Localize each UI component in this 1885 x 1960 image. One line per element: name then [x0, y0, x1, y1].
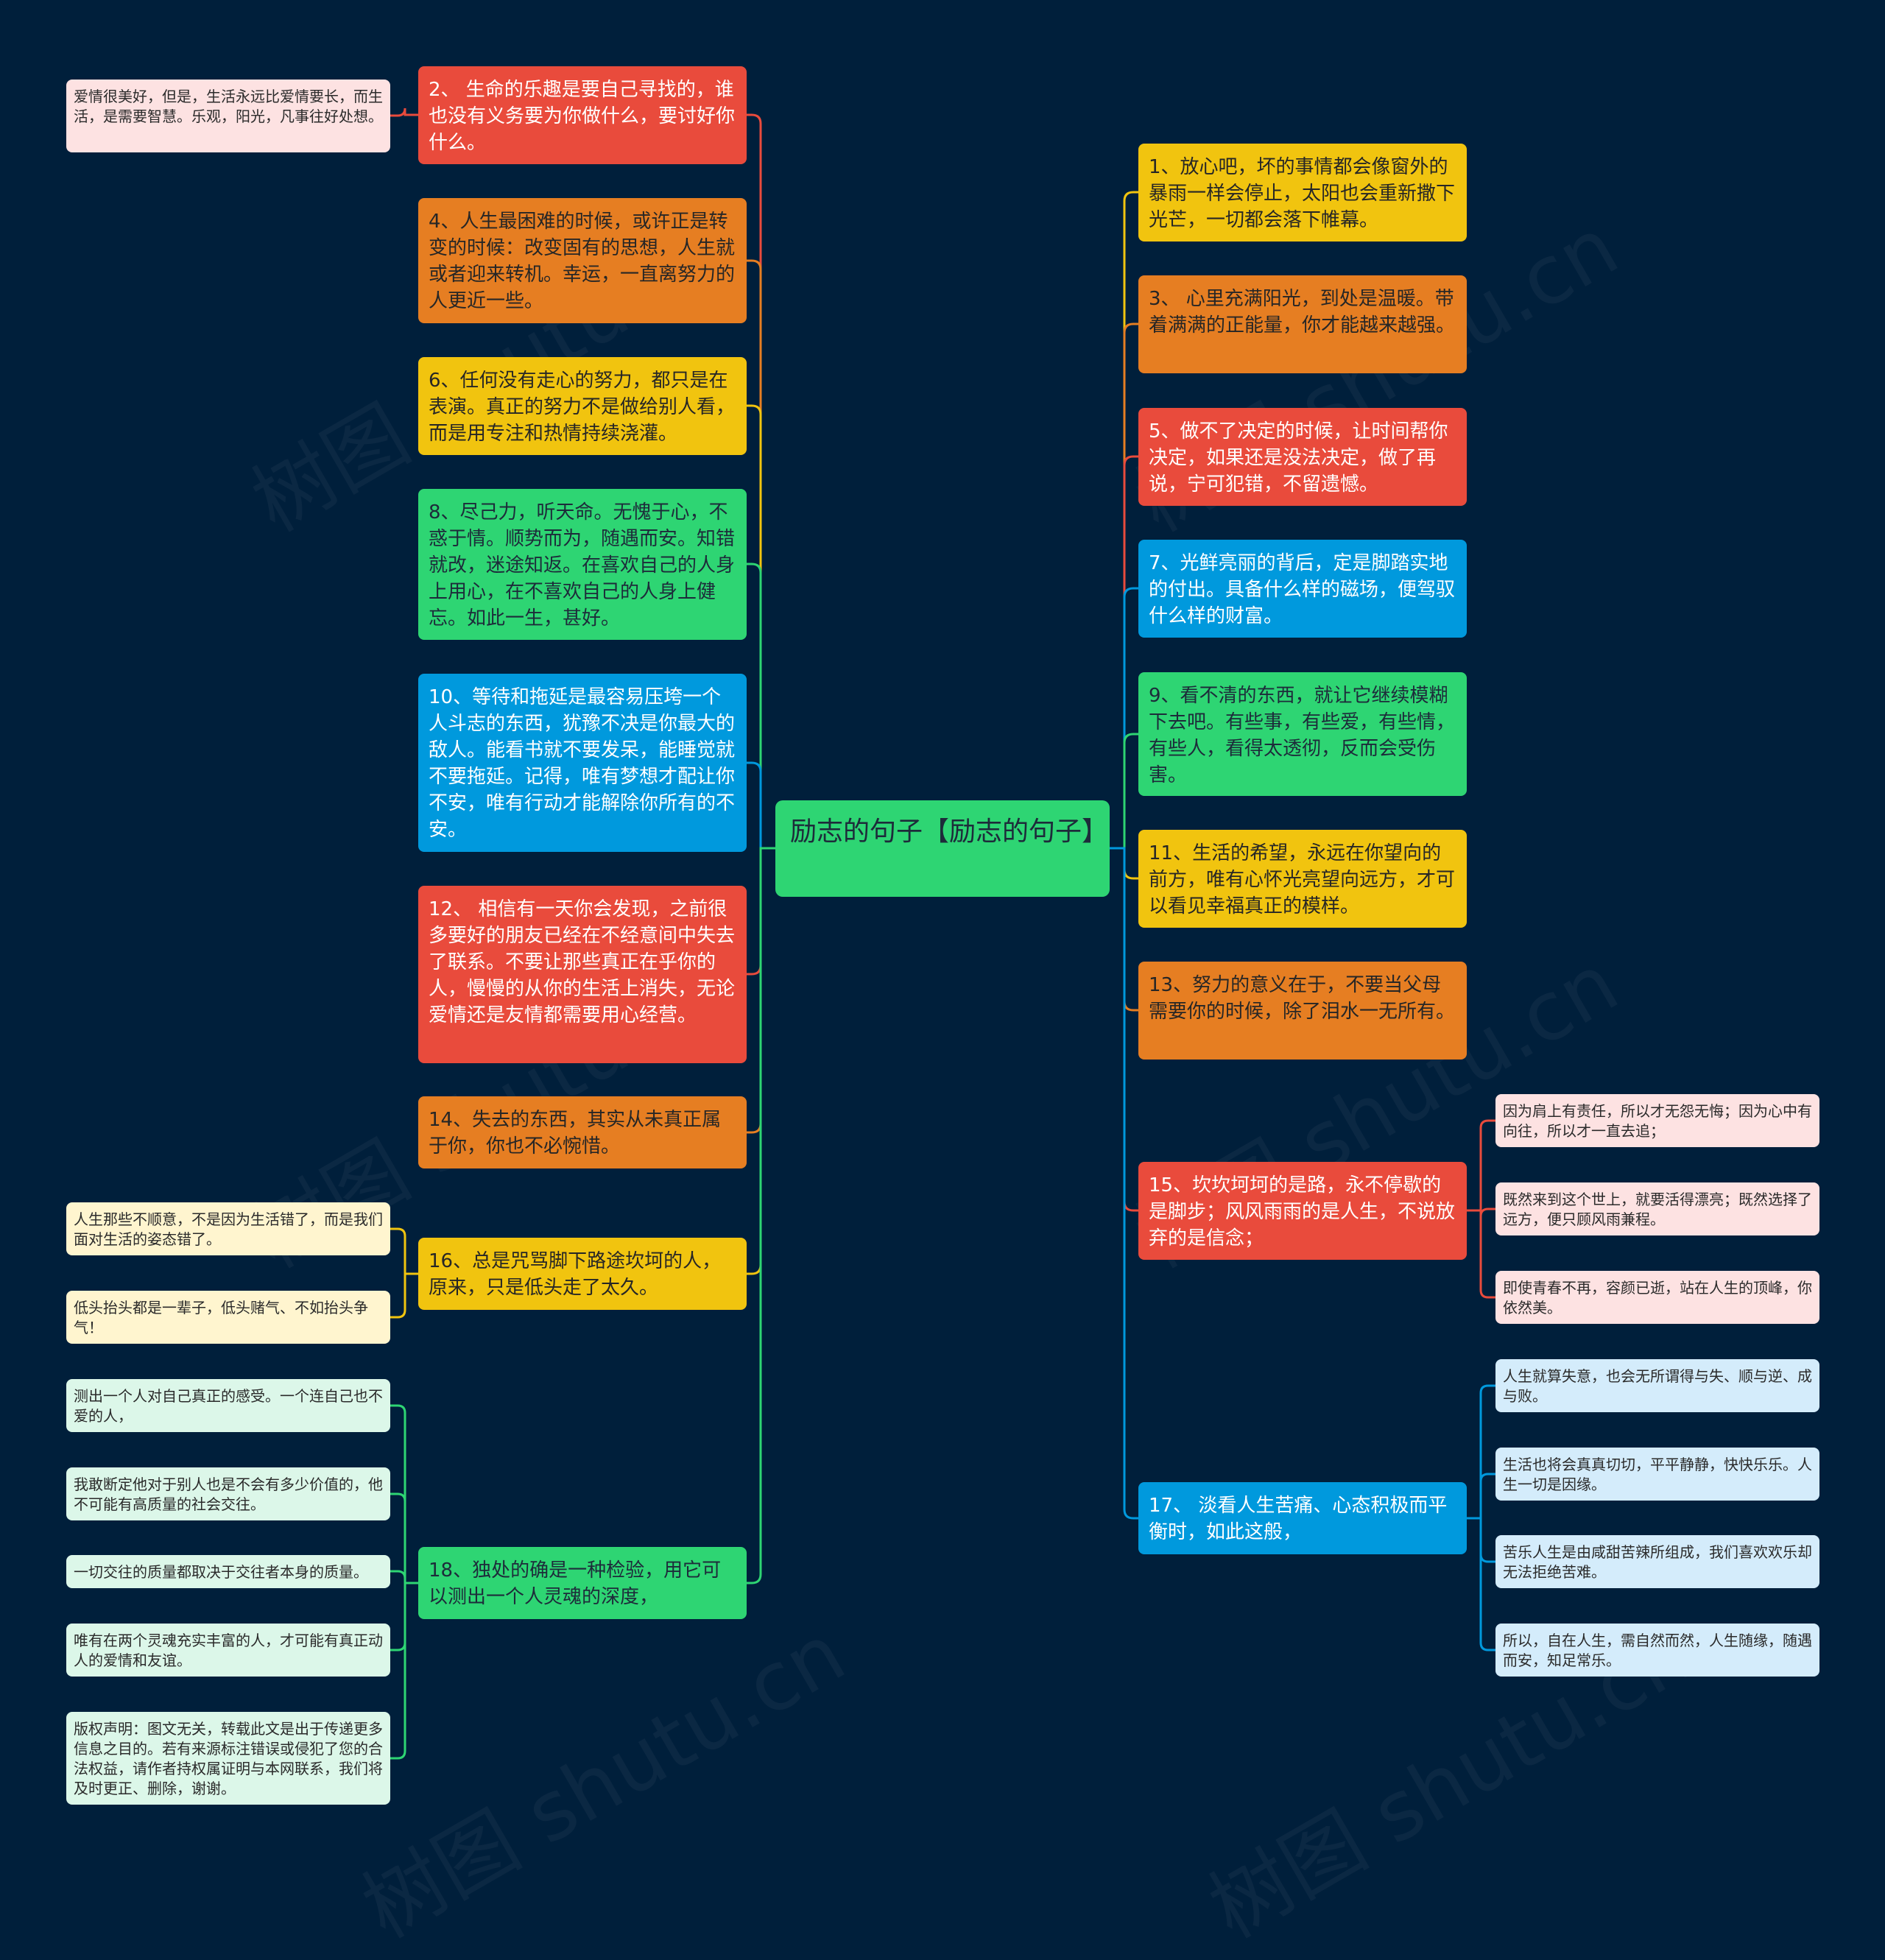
connector-line	[1467, 1209, 1495, 1299]
root-node[interactable]: 励志的句子【励志的句子】	[775, 800, 1110, 897]
leaf-node[interactable]: 爱情很美好，但是，生活永远比爱情要长，而生活，是需要智慧。乐观，阳光，凡事往好处…	[66, 80, 390, 152]
branch-node-3[interactable]: 3、 心里充满阳光，到处是温暖。带着满满的正能量，你才能越来越强。	[1138, 275, 1467, 373]
connector-line	[747, 563, 775, 850]
connector-line	[747, 259, 775, 850]
branch-node-6[interactable]: 6、任何没有走心的努力，都只是在表演。真正的努力不是做给别人看，而是用专注和热情…	[418, 357, 747, 455]
leaf-node[interactable]: 即使青春不再，容颜已逝，站在人生的顶峰，你依然美。	[1495, 1271, 1819, 1324]
branch-node-9[interactable]: 9、看不清的东西，就让它继续模糊下去吧。有些事，有些爱，有些情，有些人，看得太透…	[1138, 672, 1467, 796]
connector-line	[390, 1227, 418, 1275]
connector-line	[390, 1492, 418, 1584]
leaf-node[interactable]: 唯有在两个灵魂充实丰富的人，才可能有真正动人的爱情和友谊。	[66, 1624, 390, 1677]
connector-line	[1467, 1119, 1495, 1212]
branch-node-7[interactable]: 7、光鲜亮丽的背后，定是脚踏实地的付出。具备什么样的磁场，便驾驭什么样的财富。	[1138, 540, 1467, 638]
connector-line	[390, 1582, 418, 1760]
branch-node-16[interactable]: 16、总是咒骂脚下路途坎坷的人，原来，只是低头走了太久。	[418, 1238, 747, 1310]
connector-line	[1110, 733, 1138, 850]
branch-node-18[interactable]: 18、独处的确是一种检验，用它可以测出一个人灵魂的深度，	[418, 1547, 747, 1619]
branch-node-13[interactable]: 13、努力的意义在于，不要当父母需要你的时候，除了泪水一无所有。	[1138, 962, 1467, 1060]
branch-node-11[interactable]: 11、生活的希望，永远在你望向的前方，唯有心怀光亮望向远方，才可以看见幸福真正的…	[1138, 830, 1467, 928]
connector-line	[747, 113, 775, 850]
connector-line	[1110, 847, 1138, 1520]
leaf-node[interactable]: 人生就算失意，也会无所谓得与失、顺与逆、成与败。	[1495, 1359, 1819, 1412]
connector-line	[1467, 1517, 1495, 1651]
connector-line	[390, 1570, 418, 1584]
leaf-node[interactable]: 一切交往的质量都取决于交往者本身的质量。	[66, 1555, 390, 1588]
connector-line	[390, 1404, 418, 1584]
leaf-node[interactable]: 我敢断定他对于别人也是不会有多少价值的，他不可能有高质量的社会交往。	[66, 1467, 390, 1520]
branch-node-10[interactable]: 10、等待和拖延是最容易压垮一个人斗志的东西，犹豫不决是你最大的敌人。能看书就不…	[418, 674, 747, 852]
leaf-node[interactable]: 版权声明：图文无关，转载此文是出于传递更多信息之目的。若有来源标注错误或侵犯了您…	[66, 1712, 390, 1805]
branch-node-17[interactable]: 17、 淡看人生苦痛、心态积极而平衡时，如此这般，	[1138, 1482, 1467, 1554]
branch-node-12[interactable]: 12、 相信有一天你会发现，之前很多要好的朋友已经在不经意间中失去了联系。不要让…	[418, 886, 747, 1063]
leaf-node[interactable]: 人生那些不顺意，不是因为生活错了，而是我们面对生活的姿态错了。	[66, 1202, 390, 1255]
connector-line	[390, 1272, 418, 1319]
connector-line	[1110, 587, 1138, 850]
branch-node-4[interactable]: 4、人生最困难的时候，或许正是转变的时候：改变固有的思想，人生就或者迎来转机。幸…	[418, 198, 747, 323]
connector-line	[1110, 322, 1138, 850]
connector-line	[747, 761, 775, 850]
connector-line	[1467, 1473, 1495, 1520]
mind-map: 树图 shutu.cn 树图 shutu.cn 树图 shutu.cn 树图 s…	[66, 66, 1819, 1956]
leaf-node[interactable]: 低头抬头都是一辈子，低头赌气、不如抬头争气！	[66, 1291, 390, 1344]
connector-line	[1110, 455, 1138, 850]
connector-line	[1110, 191, 1138, 850]
leaf-node[interactable]: 测出一个人对自己真正的感受。一个连自己也不爱的人，	[66, 1379, 390, 1432]
leaf-node[interactable]: 因为肩上有责任，所以才无怨无悔；因为心中有向往，所以才一直去追；	[1495, 1094, 1819, 1147]
connector-line	[390, 107, 418, 117]
connector-line	[747, 847, 775, 1584]
branch-node-14[interactable]: 14、失去的东西，其实从未真正属于你，你也不必惋惜。	[418, 1096, 747, 1168]
branch-node-15[interactable]: 15、坎坎坷坷的是路，永不停歇的是脚步；风风雨雨的是人生，不说放弃的是信念；	[1138, 1162, 1467, 1260]
branch-node-8[interactable]: 8、尽己力，听天命。无愧于心，不惑于情。顺势而为，随遇而安。知错就改，迷途知返。…	[418, 489, 747, 640]
branch-node-2[interactable]: 2、 生命的乐趣是要自己寻找的，谁也没有义务要为你做什么，要讨好你什么。	[418, 66, 747, 164]
leaf-node[interactable]: 苦乐人生是由咸甜苦辣所组成，我们喜欢欢乐却无法拒绝苦难。	[1495, 1535, 1819, 1588]
branch-node-1[interactable]: 1、放心吧，坏的事情都会像窗外的暴雨一样会停止，太阳也会重新撒下光芒，一切都会落…	[1138, 144, 1467, 242]
leaf-node[interactable]: 生活也将会真真切切，平平静静，快快乐乐。人生一切是因缘。	[1495, 1448, 1819, 1501]
branch-node-5[interactable]: 5、做不了决定的时候，让时间帮你决定，如果还是没法决定，做了再说，宁可犯错，不留…	[1138, 408, 1467, 506]
leaf-node[interactable]: 既然来到这个世上，就要活得漂亮；既然选择了远方，便只顾风雨兼程。	[1495, 1182, 1819, 1235]
leaf-node[interactable]: 所以，自在人生，需自然而然，人生随缘，随遇而安，知足常乐。	[1495, 1624, 1819, 1677]
connector-line	[747, 404, 775, 850]
connector-lines	[390, 107, 1495, 1760]
connector-line	[1467, 1384, 1495, 1520]
